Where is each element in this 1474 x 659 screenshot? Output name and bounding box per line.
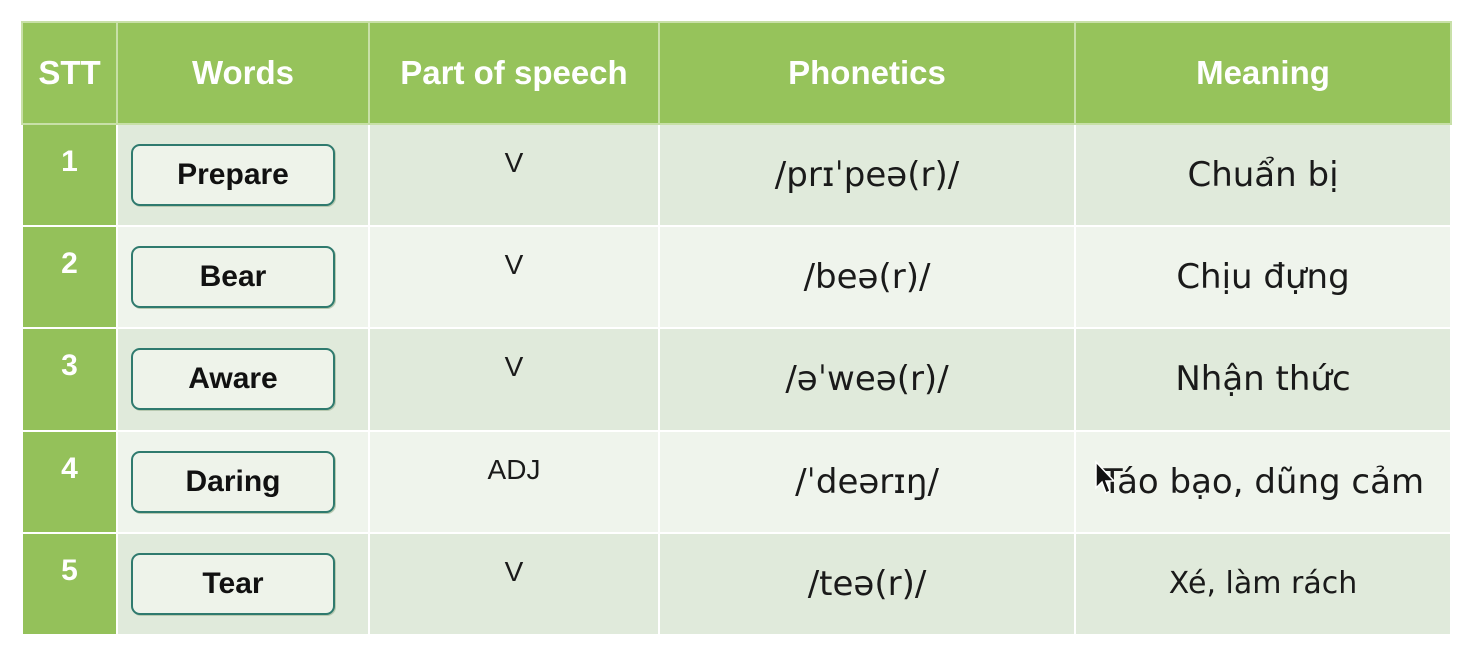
table-row: 3 Aware V /əˈweə(r)/ Nhận thức — [21, 327, 1452, 432]
phonetic: /teə(r)/ — [658, 531, 1076, 637]
phonetic: /prɪˈpeə(r)/ — [658, 122, 1076, 228]
row-number: 5 — [21, 531, 118, 637]
row-number: 3 — [21, 327, 118, 432]
phonetic: /beə(r)/ — [658, 225, 1076, 330]
row-number: 2 — [21, 225, 118, 330]
meaning: Chịu đựng — [1074, 225, 1452, 330]
word-button-aware[interactable]: Aware — [131, 348, 335, 411]
table-row: 5 Tear V /teə(r)/ Xé, làm rách — [21, 531, 1452, 637]
header-words: Words — [116, 21, 370, 125]
meaning: Táo bạo, dũng cảm — [1074, 429, 1452, 534]
table-row: 4 Daring ADJ /ˈdeərɪŋ/ Táo bạo, dũng cảm — [21, 429, 1452, 534]
meaning: Nhận thức — [1074, 327, 1452, 432]
row-number: 4 — [21, 429, 118, 534]
vocabulary-table-container: STT Words Part of speech Phonetics Meani… — [21, 21, 1452, 637]
phonetic: /əˈweə(r)/ — [658, 327, 1076, 432]
phonetic: /ˈdeərɪŋ/ — [658, 429, 1076, 534]
part-of-speech: ADJ — [368, 429, 660, 534]
part-of-speech: V — [368, 122, 660, 228]
word-button-tear[interactable]: Tear — [131, 552, 335, 615]
meaning: Chuẩn bị — [1074, 122, 1452, 228]
header-phonetics: Phonetics — [658, 21, 1076, 125]
header-row: STT Words Part of speech Phonetics Meani… — [21, 21, 1452, 125]
header-stt: STT — [21, 21, 118, 125]
row-number: 1 — [21, 122, 118, 228]
word-button-daring[interactable]: Daring — [131, 450, 335, 513]
part-of-speech: V — [368, 327, 660, 432]
part-of-speech: V — [368, 225, 660, 330]
header-meaning: Meaning — [1074, 21, 1452, 125]
part-of-speech: V — [368, 531, 660, 637]
meaning: Xé, làm rách — [1074, 531, 1452, 637]
header-part-of-speech: Part of speech — [368, 21, 660, 125]
table-row: 2 Bear V /beə(r)/ Chịu đựng — [21, 225, 1452, 330]
table-row: 1 Prepare V /prɪˈpeə(r)/ Chuẩn bị — [21, 122, 1452, 228]
word-button-bear[interactable]: Bear — [131, 246, 335, 309]
mouse-pointer-icon — [1095, 460, 1116, 495]
word-button-prepare[interactable]: Prepare — [131, 144, 335, 207]
vocabulary-table: STT Words Part of speech Phonetics Meani… — [21, 21, 1452, 637]
